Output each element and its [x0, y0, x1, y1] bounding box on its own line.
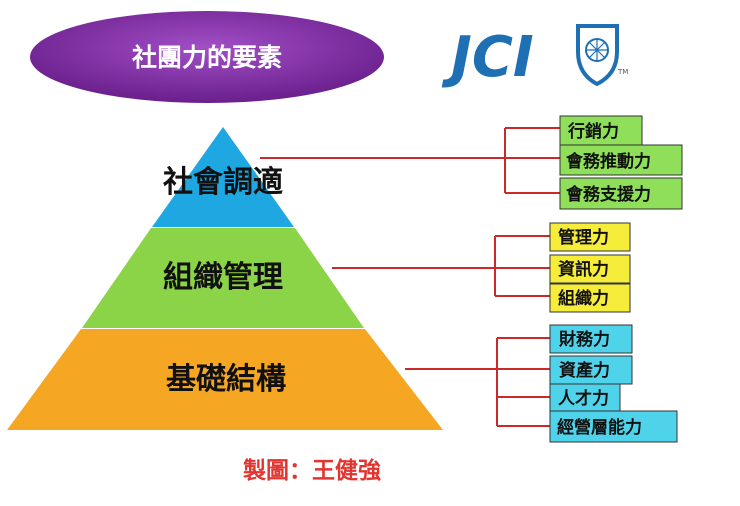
item-box [549, 222, 631, 252]
tier-1-items: 行銷力 會務推動力 會務支援力 [559, 115, 683, 210]
tier-2-items: 管理力 資訊力 組織力 [549, 222, 631, 313]
item-box [549, 410, 678, 443]
tier-bottom-fill [7, 329, 443, 430]
item-label: 資訊力 [558, 259, 609, 280]
connectors-tier-2 [332, 235, 550, 297]
item-label: 組織力 [558, 288, 609, 309]
connectors-tier-3 [405, 337, 550, 427]
credit-text: 製圖：王健強 [242, 457, 381, 484]
pyramid: 社會調適 組織管理 基礎結構 [7, 127, 443, 430]
title-ellipse [30, 11, 384, 103]
tier-label-foundation: 基礎結構 [166, 362, 286, 397]
shield-icon [576, 24, 619, 87]
tier-3-items: 財務力 資產力 人才力 經營層能力 [549, 324, 678, 443]
item-box [559, 144, 683, 176]
item-label: 行銷力 [567, 121, 619, 142]
item-box [559, 115, 643, 146]
jci-logo: JCI TM [441, 24, 628, 90]
connectors-tier-1 [260, 127, 560, 194]
tier-label-social: 社會調適 [163, 165, 283, 200]
tier-top-fill [152, 127, 294, 227]
logo-text: JCI [441, 25, 534, 90]
item-box [549, 383, 621, 413]
title-text: 社團力的要素 [132, 43, 282, 72]
tier-middle-fill [82, 228, 364, 328]
item-box [549, 324, 633, 354]
item-label: 經營層能力 [557, 417, 642, 438]
title-banner: 社團力的要素 [30, 11, 384, 103]
item-box [549, 283, 631, 313]
tier-label-management: 組織管理 [163, 260, 283, 295]
item-box [559, 177, 683, 210]
item-label: 資產力 [559, 360, 610, 381]
item-label: 人才力 [558, 388, 609, 409]
item-label: 會務推動力 [565, 151, 651, 172]
trademark-text: TM [617, 68, 628, 76]
item-box [549, 254, 631, 284]
item-label: 管理力 [558, 227, 609, 248]
item-label: 會務支援力 [565, 184, 651, 205]
item-label: 財務力 [558, 329, 610, 350]
item-box [549, 355, 633, 385]
